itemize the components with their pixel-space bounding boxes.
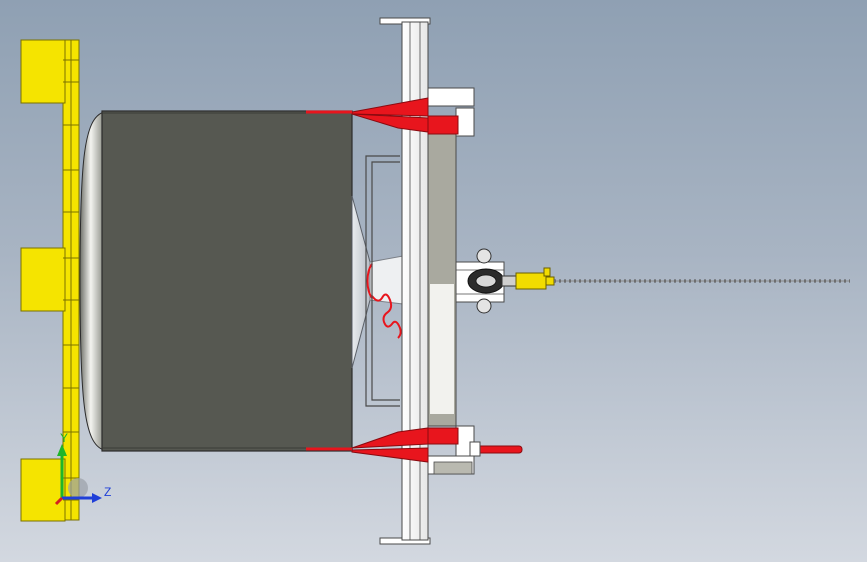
triad-x-axis bbox=[54, 496, 64, 506]
clamp-bottom[interactable] bbox=[306, 427, 523, 463]
nozzle-tip bbox=[545, 276, 555, 286]
red-coil-hose bbox=[371, 293, 402, 339]
pallet[interactable] bbox=[20, 39, 80, 522]
red-seal-ring bbox=[366, 263, 373, 299]
support-bracket bbox=[365, 155, 400, 407]
clamp-handle-base bbox=[469, 441, 481, 457]
bolt-bottom bbox=[476, 298, 492, 314]
beam-inner-highlight bbox=[430, 284, 454, 414]
nozzle-coupling bbox=[501, 275, 517, 287]
spray-cone bbox=[369, 255, 404, 305]
grey-spacer-bottom bbox=[433, 461, 473, 475]
pallet-block-top bbox=[20, 39, 66, 104]
pallet-slats bbox=[63, 40, 79, 520]
clamp-bottom-block bbox=[427, 427, 459, 445]
triad-z-label: Z bbox=[104, 485, 111, 499]
clamp-handle[interactable] bbox=[473, 445, 523, 454]
clamp-bottom-arm bbox=[351, 427, 429, 449]
bolt-top bbox=[476, 248, 492, 264]
discharge-cone[interactable] bbox=[351, 195, 404, 369]
clamp-bottom-jaw bbox=[351, 447, 429, 463]
drum-end-cap bbox=[79, 111, 105, 451]
top-mount-plate bbox=[427, 87, 475, 107]
coordinate-triad: Y Z bbox=[54, 431, 111, 506]
clamp-top-arm bbox=[351, 97, 429, 117]
nozzle-assembly[interactable] bbox=[455, 248, 850, 314]
triad-origin-sphere bbox=[68, 478, 88, 498]
clamp-top[interactable] bbox=[306, 97, 459, 135]
top-mount-block bbox=[455, 107, 475, 137]
nozzle-body bbox=[515, 272, 547, 290]
triad-y-label: Y bbox=[60, 431, 68, 445]
nozzle-knob bbox=[543, 267, 551, 277]
pallet-block-middle bbox=[20, 247, 66, 312]
clamp-top-block bbox=[427, 115, 459, 135]
drum[interactable] bbox=[79, 110, 353, 452]
pallet-block-bottom bbox=[20, 458, 66, 522]
drum-body bbox=[101, 110, 353, 452]
